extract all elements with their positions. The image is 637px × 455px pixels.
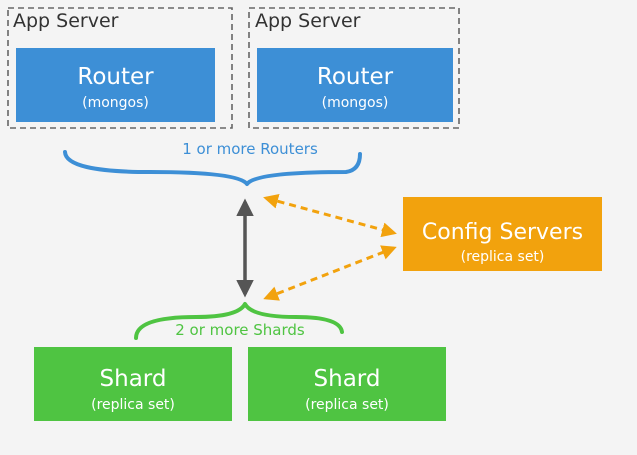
router-subtitle-1: (mongos)	[82, 95, 149, 111]
router-box-1	[16, 48, 215, 122]
shard-box-1	[34, 347, 232, 421]
shard-box-2	[248, 347, 446, 421]
shard-title-2: Shard	[313, 366, 381, 392]
app-server-container-1	[7, 7, 233, 129]
router-subtitle-2: (mongos)	[321, 95, 389, 111]
config-link-routers	[263, 193, 397, 238]
router-title-1: Router	[77, 64, 154, 90]
shard-subtitle-1: (replica set)	[91, 397, 175, 413]
shards-brace	[134, 302, 344, 340]
config-servers-subtitle: (replica set)	[460, 249, 545, 265]
routers-brace-label: 1 or more Routers	[182, 140, 318, 158]
app-server-container-2	[248, 7, 460, 129]
router-box-2	[257, 48, 453, 122]
shards-brace-label: 2 or more Shards	[175, 321, 305, 339]
router-title-2: Router	[316, 64, 394, 90]
app-server-label-2: App Server	[255, 10, 361, 32]
shard-title-1: Shard	[99, 366, 167, 392]
config-servers-title: Config Servers	[421, 220, 584, 245]
shard-subtitle-2: (replica set)	[305, 397, 389, 413]
routers-brace	[63, 150, 362, 186]
config-servers-box	[403, 197, 602, 271]
config-link-shards	[263, 245, 397, 301]
app-server-label-1: App Server	[13, 10, 119, 32]
